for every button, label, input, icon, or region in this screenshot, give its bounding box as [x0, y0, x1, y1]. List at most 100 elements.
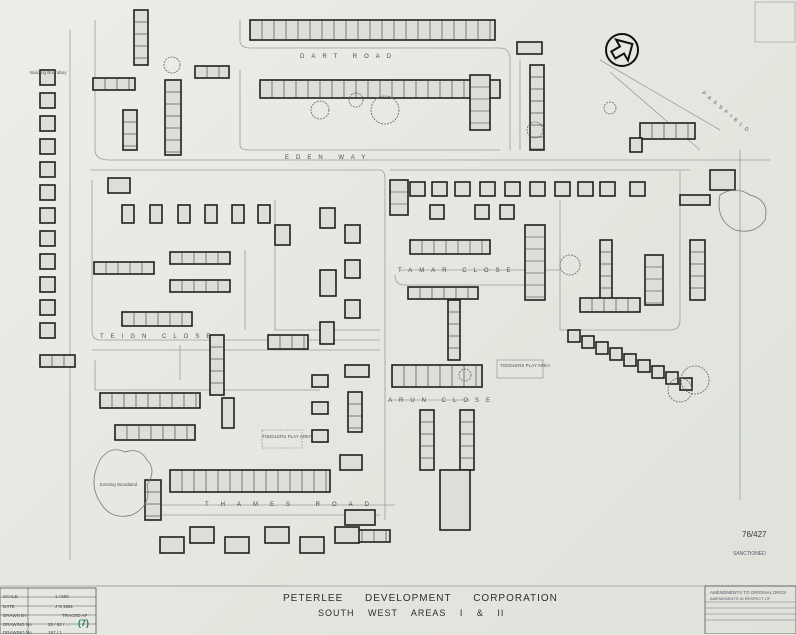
- building-block: [679, 194, 711, 206]
- building-block: [499, 204, 515, 220]
- tree-symbol: [163, 56, 181, 74]
- building-block: [311, 401, 329, 415]
- building-block: [579, 297, 641, 313]
- building-block: [169, 251, 231, 265]
- building-block: [389, 179, 409, 216]
- building-block: [595, 341, 609, 355]
- building-block: [159, 536, 185, 554]
- road-outline: [394, 274, 540, 286]
- building-block: [107, 177, 131, 194]
- building-block: [344, 299, 361, 319]
- street-label-dart-road: DART ROAD: [300, 54, 399, 60]
- building-block: [567, 329, 581, 343]
- building-block: [529, 64, 545, 151]
- building-block: [529, 181, 546, 197]
- building-block: [299, 536, 325, 554]
- amendments-frame: [704, 585, 796, 634]
- building-block: [644, 254, 664, 306]
- building-block: [39, 276, 56, 293]
- info-value: TRACED AF: [62, 613, 88, 618]
- corner-stamp: [754, 1, 796, 43]
- info-label: SCALE: [3, 594, 18, 599]
- drawing-title: SOUTH WEST AREAS I & II: [318, 608, 505, 618]
- building-block: [347, 391, 363, 433]
- building-block: [319, 269, 337, 297]
- building-block: [665, 371, 679, 385]
- building-block: [39, 92, 56, 109]
- building-block: [194, 65, 230, 79]
- building-block: [577, 181, 594, 197]
- building-block: [581, 335, 595, 349]
- info-value: 1 / 500: [55, 594, 69, 599]
- road-outline: [94, 20, 770, 161]
- street-label-way: EDEN WAY: [285, 155, 373, 161]
- building-block: [439, 469, 471, 531]
- amendments-subheader: AMENDMENTS IN RESPECT OF: [710, 596, 771, 601]
- building-block: [189, 526, 215, 544]
- building-block: [39, 115, 56, 132]
- north-arrow-icon: [605, 33, 639, 67]
- play-area-boundary: [496, 359, 544, 379]
- building-block: [39, 184, 56, 201]
- road-outline: [239, 70, 500, 151]
- building-block: [524, 224, 546, 301]
- building-block: [204, 204, 218, 224]
- building-block: [209, 334, 225, 396]
- building-block: [264, 526, 290, 544]
- building-block: [504, 181, 521, 197]
- building-block: [419, 409, 435, 471]
- tree-symbol: [559, 254, 581, 276]
- organisation-title: PETERLEE DEVELOPMENT CORPORATION: [283, 593, 558, 604]
- info-value: J N 1961: [55, 604, 74, 609]
- road-outline: [599, 59, 721, 131]
- building-block: [629, 137, 643, 153]
- toddlers-play-area-label: TODDLERS PLAY AREA: [500, 363, 551, 368]
- building-block: [149, 204, 163, 224]
- road-outline: [560, 170, 681, 331]
- building-block: [133, 9, 149, 66]
- building-block: [121, 204, 135, 224]
- building-block: [92, 77, 136, 91]
- tree-symbol: [526, 121, 544, 139]
- building-block: [344, 509, 376, 526]
- street-label-tamar-close: TAMAR CLOSE: [398, 268, 518, 274]
- building-block: [224, 536, 250, 554]
- building-block: [221, 397, 235, 429]
- tree-symbol: [370, 95, 400, 125]
- info-label: DRAWN BY: [3, 613, 28, 618]
- info-value: 167 / 1: [48, 630, 62, 635]
- info-label: DATE: [3, 604, 15, 609]
- amendments-header: AMENDMENTS TO ORIGINAL DRGS: [710, 590, 787, 595]
- street-label-arun-close: ARUN CLOSE: [388, 398, 498, 404]
- woodland-outline: [718, 189, 767, 232]
- building-block: [99, 392, 201, 409]
- building-block: [231, 204, 245, 224]
- building-block: [447, 299, 461, 361]
- building-block: [516, 41, 543, 55]
- building-block: [311, 429, 329, 443]
- tree-symbol: [310, 100, 330, 120]
- road-outline: [90, 169, 386, 520]
- building-block: [689, 239, 706, 301]
- building-block: [639, 122, 696, 140]
- building-block: [93, 261, 155, 275]
- tree-symbol: [348, 92, 364, 108]
- building-block: [454, 181, 471, 197]
- building-block: [469, 74, 491, 131]
- woodland-outline: [93, 449, 153, 517]
- building-block: [409, 181, 426, 197]
- tree-symbol: [603, 101, 617, 115]
- info-value: 28 / 82 / ...: [48, 622, 70, 627]
- building-block: [609, 347, 623, 361]
- building-block: [479, 181, 496, 197]
- road-outline: [91, 180, 380, 341]
- building-block: [319, 207, 336, 229]
- building-block: [599, 239, 613, 301]
- building-block: [39, 161, 56, 178]
- building-boundary-label: Building Boundary: [30, 70, 67, 75]
- building-block: [249, 19, 496, 41]
- building-block: [39, 138, 56, 155]
- building-block: [637, 359, 651, 373]
